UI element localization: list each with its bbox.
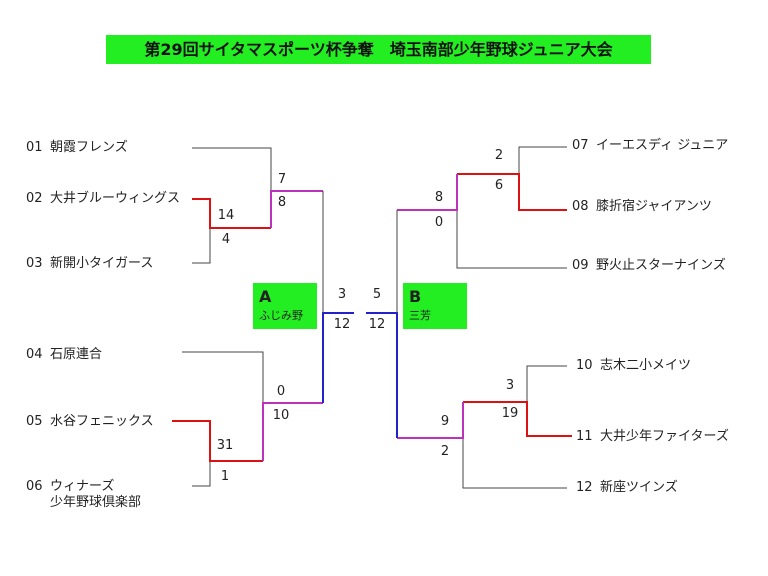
venue-a: A ふじみ野: [253, 283, 317, 329]
score: 8: [434, 190, 444, 205]
score: 19: [501, 406, 519, 421]
winner-line: [397, 402, 464, 439]
score: 7: [277, 172, 287, 187]
team-number: 01: [26, 140, 43, 155]
team-05: 05 水谷フェニックス: [26, 414, 154, 430]
final-score: 12: [368, 317, 386, 332]
score: 3: [505, 378, 515, 393]
team-name: 志木二小メイツ: [600, 358, 692, 373]
score: 31: [216, 438, 234, 453]
team-11: 11 大井少年ファイターズ: [576, 429, 729, 445]
team-08: 08 膝折宿ジャイアンツ: [572, 199, 712, 215]
winner-line: [270, 190, 323, 228]
team-name: 新座ツインズ: [600, 480, 678, 495]
team-number: 12: [576, 480, 593, 495]
team-09: 09 野火止スターナインズ: [572, 258, 726, 274]
winner-line: [262, 402, 323, 461]
team-name: ウィナーズ: [50, 479, 115, 494]
team-number: 10: [576, 358, 593, 373]
team-number: 11: [576, 429, 593, 444]
team-number: 02: [26, 191, 43, 206]
team-number: 05: [26, 414, 43, 429]
score: 6: [494, 178, 504, 193]
team-04: 04 石原連合: [26, 347, 102, 363]
score: 2: [494, 148, 504, 163]
venue-b: B 三芳: [403, 283, 467, 329]
winner-line: [397, 174, 458, 211]
team-number: 08: [572, 199, 589, 214]
team-number: 07: [572, 138, 589, 153]
team-name: 大井ブルーウィングス: [50, 191, 181, 206]
team-02: 02 大井ブルーウィングス: [26, 191, 180, 207]
team-number: 09: [572, 258, 589, 273]
score: 0: [276, 384, 286, 399]
team-number: 06: [26, 479, 43, 494]
team-name: 水谷フェニックス: [50, 414, 154, 429]
team-name: イーエスディ ジュニア: [596, 138, 729, 153]
bracket-line: [192, 147, 272, 191]
score: 10: [272, 408, 290, 423]
winner-line: [192, 198, 271, 229]
team-12: 12 新座ツインズ: [576, 480, 678, 496]
team-03: 03 新開小タイガース: [26, 256, 153, 272]
score: 2: [440, 444, 450, 459]
score: 8: [277, 195, 287, 210]
team-name: 大井少年ファイターズ: [600, 429, 729, 444]
team-number: 04: [26, 347, 43, 362]
bracket-line: [192, 228, 211, 264]
team-name: 石原連合: [50, 347, 103, 362]
team-01: 01 朝霞フレンズ: [26, 140, 128, 156]
team-name-line2: 少年野球倶楽部: [50, 495, 142, 510]
bracket-line: [456, 210, 567, 269]
venue-letter: A: [259, 287, 272, 306]
final-score: 12: [333, 317, 351, 332]
venue-place: ふじみ野: [259, 309, 303, 322]
score: 4: [221, 232, 231, 247]
final-score: 3: [337, 287, 347, 302]
team-name: 朝霞フレンズ: [50, 140, 128, 155]
team-07: 07 イーエスディ ジュニア: [572, 138, 728, 154]
score: 14: [217, 208, 235, 223]
venue-letter: B: [409, 287, 422, 306]
bracket-line: [182, 351, 264, 403]
final-score: 5: [372, 287, 382, 302]
winner-line: [463, 401, 572, 437]
team-name: 膝折宿ジャイアンツ: [596, 199, 712, 214]
score: 9: [440, 414, 450, 429]
team-name: 新開小タイガース: [50, 256, 154, 271]
bracket-line: [192, 461, 211, 487]
winner-line: [172, 420, 263, 462]
team-name: 野火止スターナインズ: [596, 258, 726, 273]
winner-line: [457, 173, 567, 211]
score: 0: [434, 215, 444, 230]
bracket-line: [526, 365, 567, 402]
team-10: 10 志木二小メイツ: [576, 358, 691, 374]
team-06: 06 ウィナーズ 少年野球倶楽部: [26, 479, 141, 511]
venue-place: 三芳: [409, 309, 431, 322]
bracket-line: [518, 146, 567, 174]
team-number: 03: [26, 256, 43, 271]
score: 1: [220, 469, 230, 484]
tournament-title: 第29回サイタマスポーツ杯争奪 埼玉南部少年野球ジュニア大会: [106, 35, 651, 64]
bracket-line: [462, 438, 567, 489]
